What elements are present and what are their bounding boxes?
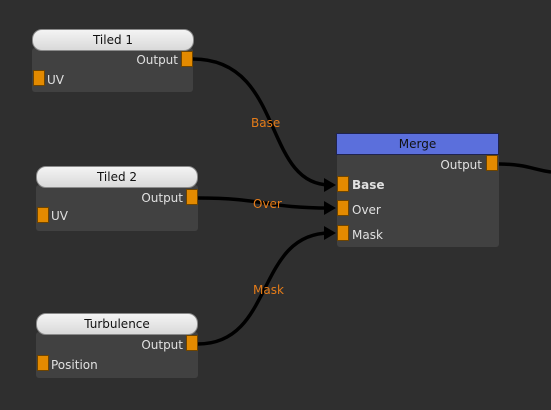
wire-arrowhead-over: [324, 201, 336, 215]
node-tiled-2-output-label: Output: [141, 191, 183, 205]
wire-turbulence-to-mask[interactable]: [197, 231, 331, 346]
node-merge-title[interactable]: Merge: [336, 133, 499, 155]
node-turbulence-position-port[interactable]: [37, 355, 49, 371]
node-tiled-1-title[interactable]: Tiled 1: [32, 29, 194, 51]
wire-merge-output[interactable]: [498, 162, 551, 174]
node-merge-base-label: Base: [352, 178, 385, 192]
node-merge-output-port[interactable]: [486, 155, 498, 171]
wire-label-mask: Mask: [253, 283, 284, 297]
node-tiled-2-uv-label: UV: [51, 209, 68, 223]
node-tiled-1-output-port[interactable]: [181, 51, 193, 67]
node-turbulence-title[interactable]: Turbulence: [36, 313, 198, 335]
node-merge-mask-port[interactable]: [337, 225, 349, 241]
node-merge-mask-label: Mask: [352, 228, 383, 242]
node-merge-output-label: Output: [440, 158, 482, 172]
node-tiled-2-output-port[interactable]: [186, 189, 198, 205]
node-turbulence-position-label: Position: [51, 358, 98, 372]
node-tiled-2-body[interactable]: [36, 185, 198, 231]
node-tiled-1-output-label: Output: [136, 53, 178, 67]
wire-arrowhead-base: [324, 178, 336, 192]
node-merge-base-port[interactable]: [337, 176, 349, 192]
node-merge-over-label: Over: [352, 203, 381, 217]
node-tiled-1-body[interactable]: [32, 48, 193, 92]
wire-tiled1-to-base[interactable]: [192, 57, 331, 187]
node-tiled-1-uv-port[interactable]: [33, 70, 45, 86]
wire-label-over: Over: [253, 197, 282, 211]
node-merge-body[interactable]: [337, 153, 499, 247]
node-turbulence-body[interactable]: [36, 332, 198, 378]
node-turbulence-output-port[interactable]: [186, 335, 198, 351]
node-merge-over-port[interactable]: [337, 200, 349, 216]
wire-tiled2-to-over[interactable]: [197, 196, 331, 210]
node-tiled-2-title[interactable]: Tiled 2: [36, 166, 198, 188]
node-tiled-2-uv-port[interactable]: [37, 207, 49, 223]
node-turbulence-output-label: Output: [141, 338, 183, 352]
wire-arrowhead-mask: [324, 226, 336, 240]
node-tiled-1-uv-label: UV: [47, 73, 64, 87]
wire-label-base: Base: [251, 116, 281, 130]
